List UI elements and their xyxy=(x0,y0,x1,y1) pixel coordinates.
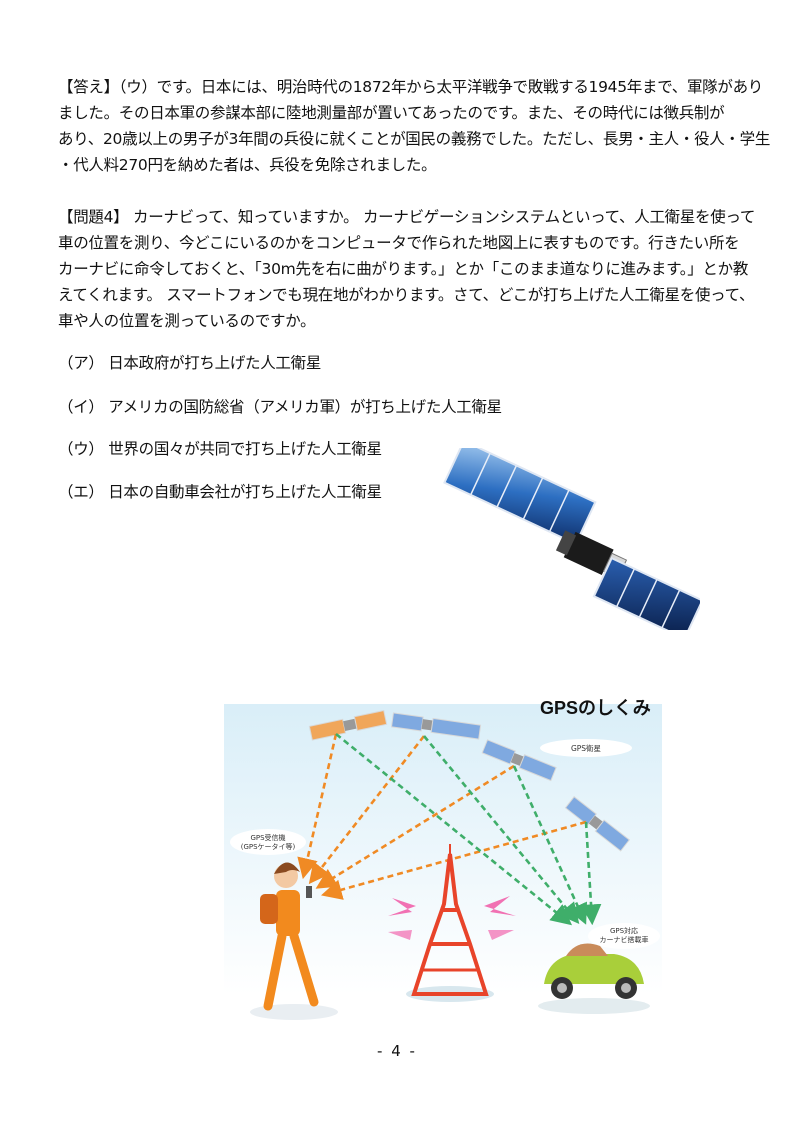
question-line: 車や人の位置を測っているのですか。 xyxy=(58,312,316,330)
car-label-line2: カーナビ搭載車 xyxy=(600,935,649,944)
receiver-label-bubble xyxy=(230,829,306,855)
satellite-icon xyxy=(564,796,630,852)
gps-diagram: GPSのしくみ GPS衛星 xyxy=(224,694,662,1034)
question-line: カーナビに命令しておくと、「30m先を右に曲がります。」とか「このまま道なりに進… xyxy=(58,260,749,278)
answer-line: ・代人料270円を納めた者は、兵役を免除されました。 xyxy=(58,156,437,174)
answer-line: ました。その日本軍の参謀本部に陸地測量部が置いてあったのです。また、その時代には… xyxy=(58,104,725,122)
car-icon xyxy=(538,943,650,1014)
choice-b: （イ） アメリカの国防総省（アメリカ軍）が打ち上げた人工衛星 xyxy=(58,398,502,416)
receiver-label-line1: GPS受信機 xyxy=(250,833,285,842)
question-line: 車の位置を測り、今どこにいるのかをコンピュータで作られた地図上に表すものです。行… xyxy=(58,234,740,252)
page-number: - 4 - xyxy=(377,1042,417,1060)
answer-line: 【答え】（ウ）です。日本には、明治時代の1872年から太平洋戦争で敗戦する194… xyxy=(58,78,763,96)
tower-icon xyxy=(388,844,516,1002)
satellite-icon xyxy=(481,739,557,782)
choice-a: （ア） 日本政府が打ち上げた人工衛星 xyxy=(58,354,322,372)
question-paragraph: 【問題4】 カーナビって、知っていますか。 カーナビゲーションシステムといって、… xyxy=(58,204,756,334)
diagram-title: GPSのしくみ xyxy=(540,698,651,718)
satellite-icon xyxy=(390,712,482,740)
answer-line: あり、20歳以上の男子が3年間の兵役に就くことが国民の義務でした。ただし、長男・… xyxy=(58,130,771,148)
choice-d: （エ） 日本の自動車会社が打ち上げた人工衛星 xyxy=(58,483,382,501)
choice-c: （ウ） 世界の国々が共同で打ち上げた人工衛星 xyxy=(58,440,382,458)
question-line: 【問題4】 カーナビって、知っていますか。 カーナビゲーションシステムといって、… xyxy=(58,208,756,226)
gps-diagram-graphic: GPSのしくみ GPS衛星 xyxy=(224,698,662,1020)
receiver-label-line2: (GPSケータイ等) xyxy=(241,842,296,851)
question-line: えてくれます。 スマートフォンでも現在地がわかります。さて、どこが打ち上げた人工… xyxy=(58,286,755,304)
answer-paragraph: 【答え】（ウ）です。日本には、明治時代の1872年から太平洋戦争で敗戦する194… xyxy=(58,74,771,178)
satellite-label-bubble xyxy=(540,739,632,757)
car-label-line1: GPS対応 xyxy=(610,926,638,935)
person-icon xyxy=(250,862,338,1020)
car-label-bubble xyxy=(588,923,660,949)
satellite-illustration xyxy=(443,448,700,630)
satellite-label: GPS衛星 xyxy=(571,743,602,753)
